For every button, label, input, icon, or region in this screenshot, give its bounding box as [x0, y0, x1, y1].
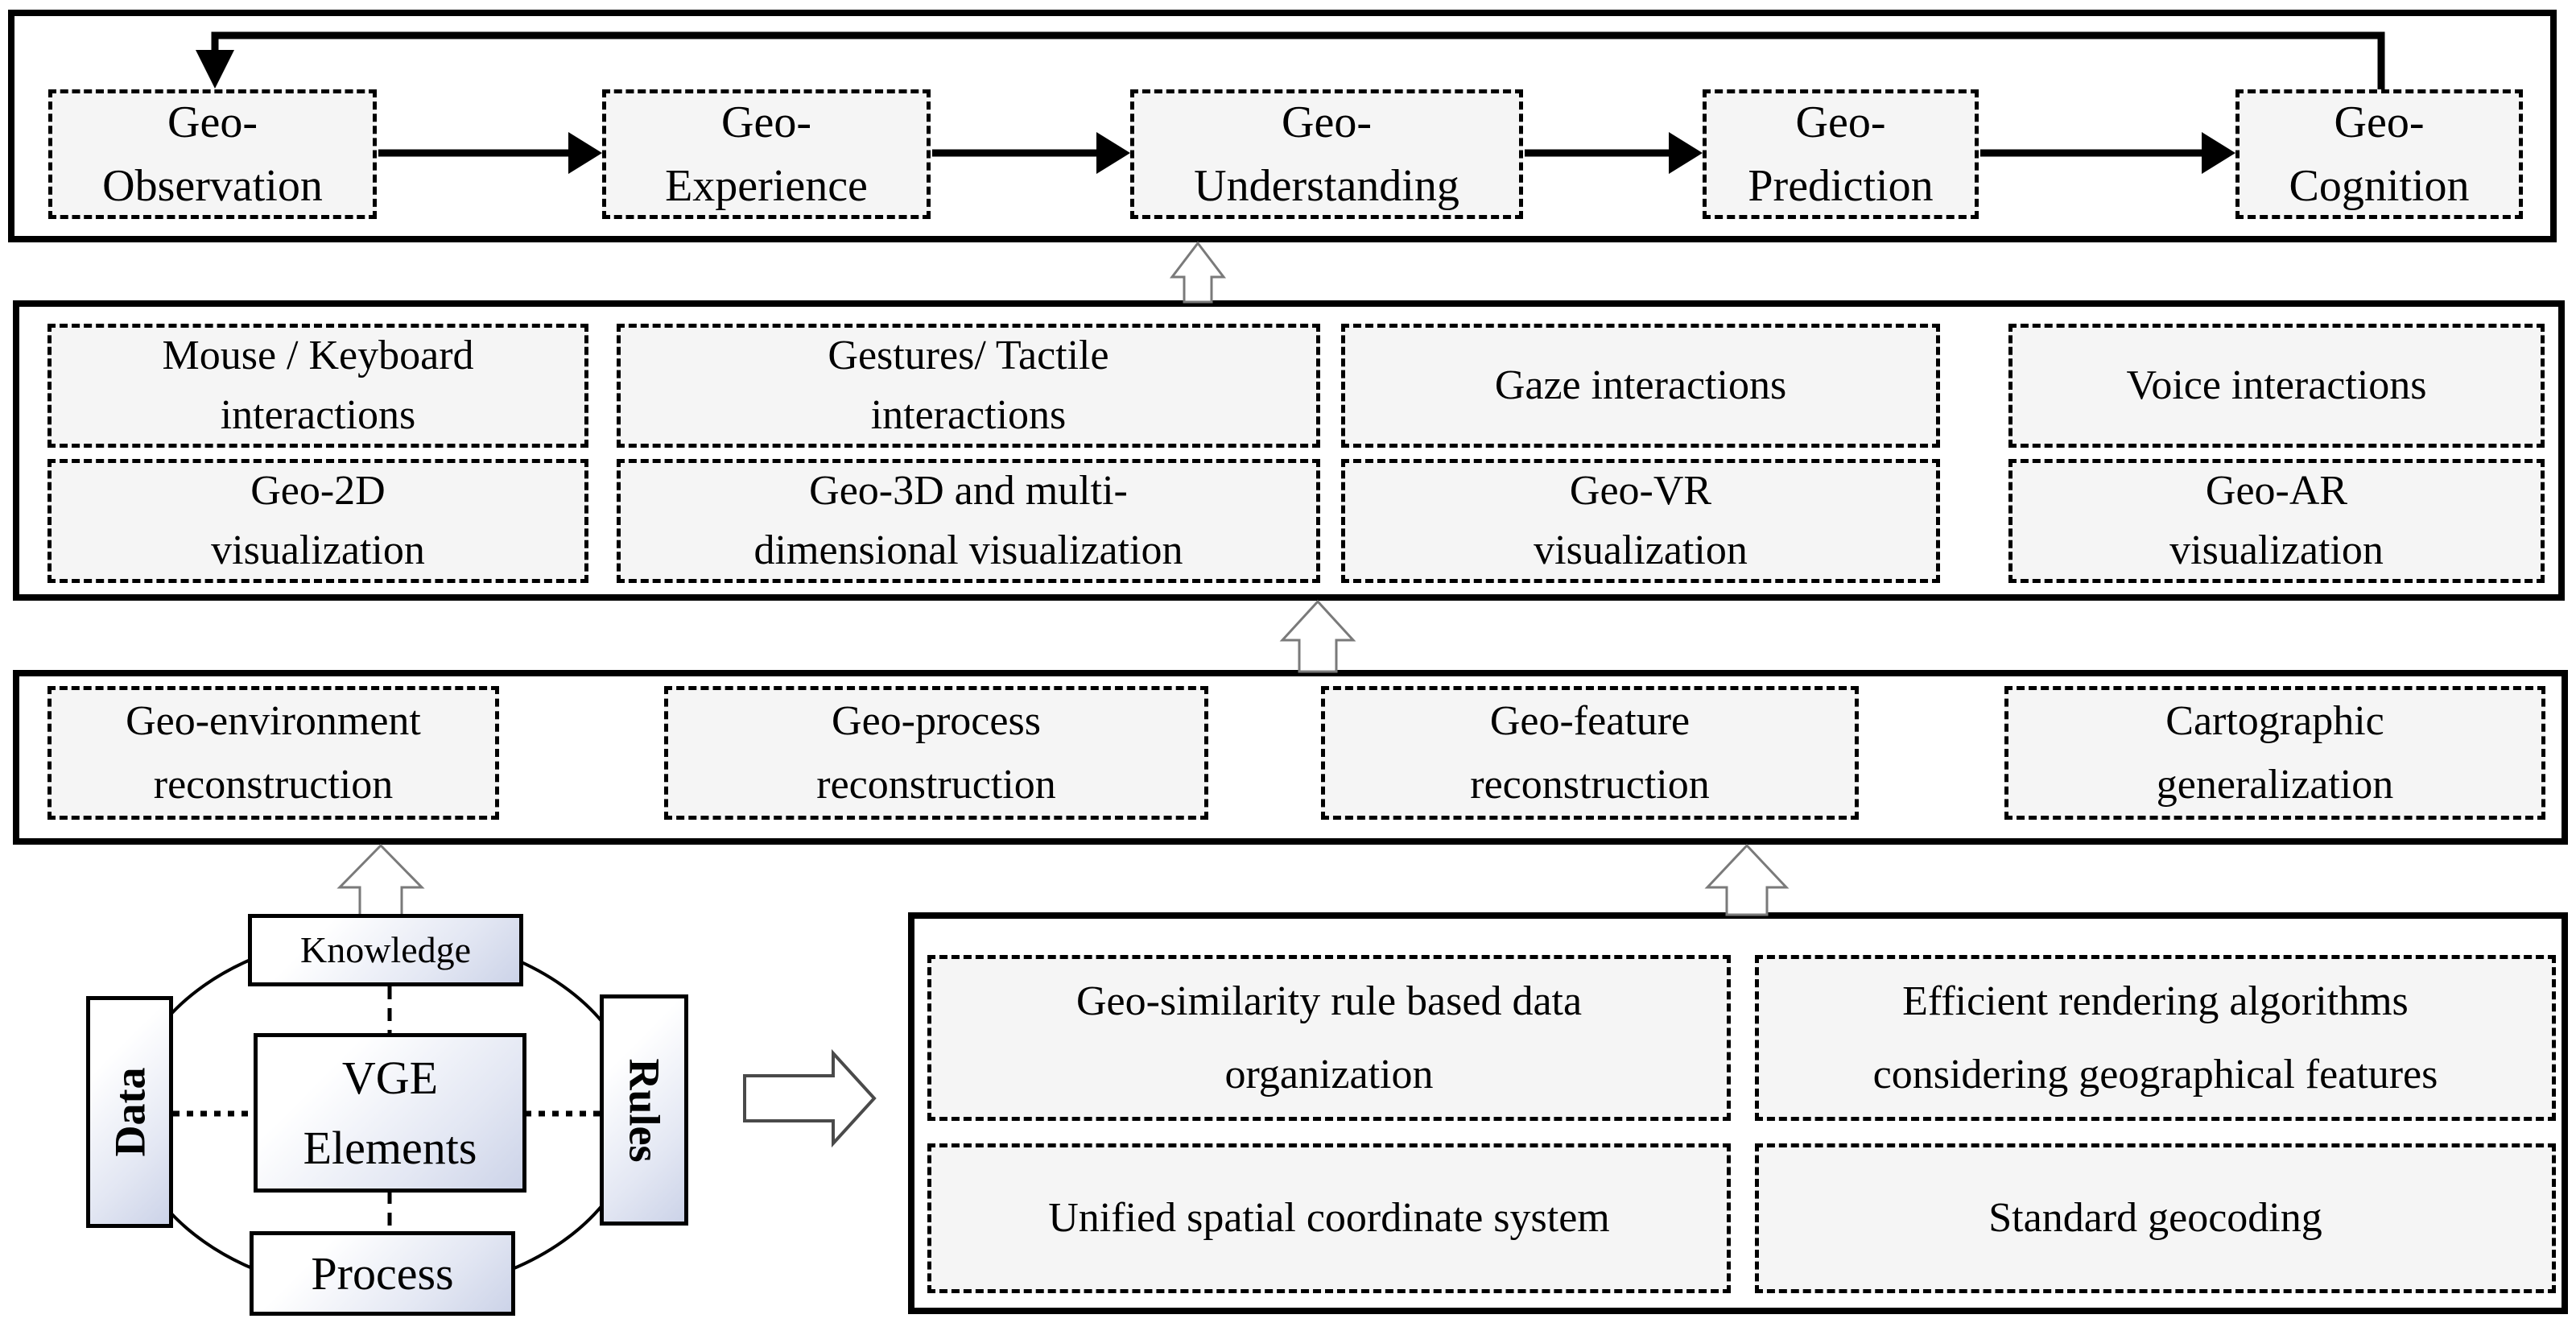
box-geo-similarity-data-organization: Geo-similarity rule based data organizat…: [927, 955, 1731, 1121]
up-arrow-interaction-to-cognition: [1169, 241, 1227, 304]
box-mouse-keyboard-interactions: Mouse / Keyboard interactions: [47, 324, 588, 448]
box-geo-experience: Geo- Experience: [602, 89, 931, 219]
box-geo-environment-reconstruction: Geo-environment reconstruction: [47, 686, 499, 820]
right-arrow-vge-to-datamanagement: [743, 1048, 877, 1148]
box-voice-interactions: Voice interactions: [2008, 324, 2545, 448]
feedback-loop-arrow: [196, 31, 2385, 90]
data-label: Data: [105, 1067, 155, 1157]
up-arrow-reconstruction-to-interaction: [1279, 599, 1356, 673]
box-geo-3d-visualization: Geo-3D and multi- dimensional visualizat…: [617, 459, 1320, 583]
up-arrow-vge-to-reconstruction: [336, 843, 425, 920]
box-geo-understanding: Geo- Understanding: [1130, 89, 1523, 219]
rules-label: Rules: [620, 1057, 669, 1163]
box-geo-prediction: Geo- Prediction: [1703, 89, 1979, 219]
flow-arrow-observation-experience: [378, 132, 602, 174]
box-geo-ar-visualization: Geo-AR visualization: [2008, 459, 2545, 583]
box-geo-2d-visualization: Geo-2D visualization: [47, 459, 588, 583]
box-rules: Rules: [600, 994, 688, 1226]
box-standard-geocoding: Standard geocoding: [1755, 1143, 2556, 1293]
box-efficient-rendering-algorithms: Efficient rendering algorithms consideri…: [1755, 955, 2556, 1121]
box-geo-feature-reconstruction: Geo-feature reconstruction: [1321, 686, 1859, 820]
box-geo-vr-visualization: Geo-VR visualization: [1341, 459, 1940, 583]
flow-arrow-experience-understanding: [932, 132, 1130, 174]
box-unified-spatial-coordinate-system: Unified spatial coordinate system: [927, 1143, 1731, 1293]
box-geo-observation: Geo- Observation: [48, 89, 377, 219]
box-gaze-interactions: Gaze interactions: [1341, 324, 1940, 448]
box-gestures-tactile-interactions: Gestures/ Tactile interactions: [617, 324, 1320, 448]
box-knowledge: Knowledge: [248, 914, 523, 986]
flow-arrow-understanding-prediction: [1525, 132, 1703, 174]
box-cartographic-generalization: Cartographic generalization: [2004, 686, 2545, 820]
up-arrow-datamanagement-to-reconstruction: [1704, 843, 1790, 916]
box-vge-elements: VGE Elements: [254, 1033, 526, 1193]
box-process: Process: [250, 1231, 515, 1316]
box-geo-cognition: Geo- Cognition: [2235, 89, 2523, 219]
box-data: Data: [86, 996, 173, 1228]
box-geo-process-reconstruction: Geo-process reconstruction: [664, 686, 1208, 820]
flow-arrow-prediction-cognition: [1980, 132, 2235, 174]
